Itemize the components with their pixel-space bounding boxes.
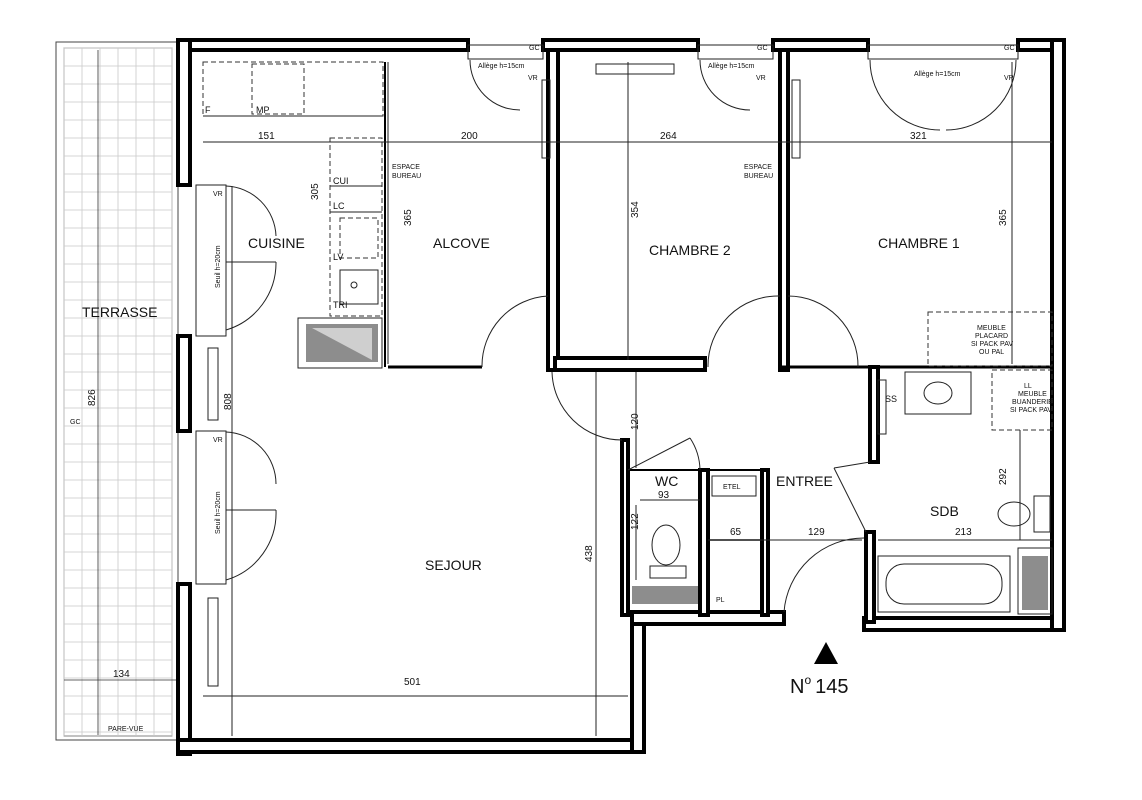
exterior-walls (176, 38, 1066, 756)
room-label-entree: ENTREE (776, 473, 833, 489)
room-label-cuisine: CUISINE (248, 235, 305, 251)
label-espace-bureau-1a: ESPACE (392, 164, 420, 171)
label-espace-bureau-2b: BUREAU (744, 173, 773, 180)
label-gc-top-2: GC (757, 45, 768, 52)
dimension-120: 120 (630, 413, 641, 430)
label-ll-4: SI PACK PAV (1010, 407, 1052, 414)
label-gc-top-3: GC (1004, 45, 1015, 52)
dimension-501: 501 (404, 677, 421, 688)
label-mp: MP (256, 105, 270, 115)
label-tri: TRI (333, 300, 348, 310)
label-ll-3: BUANDERIE (1012, 399, 1053, 406)
label-gc-top-1: GC (529, 45, 540, 52)
dimension-365-alcove: 365 (403, 209, 414, 226)
label-pare-vue: PARE-VUE (108, 726, 144, 733)
label-ll-1: LL (1024, 383, 1032, 390)
label-espace-bureau-2a: ESPACE (744, 164, 772, 171)
label-cui: CUI (333, 176, 349, 186)
room-label-terrasse: TERRASSE (82, 304, 157, 320)
dimension-122: 122 (630, 513, 641, 530)
terrace-area (55, 41, 179, 741)
dimension-264: 264 (660, 131, 677, 142)
label-espace-bureau-1b: BUREAU (392, 173, 421, 180)
lot-number-superscript: o (804, 673, 811, 687)
room-label-sejour: SEJOUR (425, 557, 482, 573)
dimension-354: 354 (630, 201, 641, 218)
label-meuble-placard-4: OU PAL (979, 349, 1004, 356)
dimension-213: 213 (955, 527, 972, 538)
lot-number-value: 145 (815, 676, 848, 698)
label-gc-left: GC (70, 419, 81, 426)
label-etel: ETEL (723, 484, 741, 491)
label-vr-4: VR (213, 191, 223, 198)
dimension-305: 305 (310, 183, 321, 200)
label-meuble-placard-3: SI PACK PAV (971, 341, 1013, 348)
fixtures (202, 61, 1053, 736)
label-meuble-placard-2: PLACARD (975, 333, 1008, 340)
dimension-826: 826 (87, 389, 98, 406)
dimension-65: 65 (730, 527, 742, 538)
dimension-438: 438 (584, 545, 595, 562)
room-label-sdb: SDB (930, 503, 959, 519)
room-label-chambre2: CHAMBRE 2 (649, 242, 731, 258)
label-allege-1: Allège h=15cm (478, 63, 525, 70)
label-pl: PL (716, 597, 725, 604)
label-vr-5: VR (213, 437, 223, 444)
label-seuil-1: Seuil h=20cm (215, 245, 222, 288)
dimension-365-chambre1: 365 (998, 209, 1009, 226)
label-f: F (205, 105, 211, 115)
lot-number: No 145 (790, 673, 849, 698)
dimension-200: 200 (461, 131, 478, 142)
dimension-134: 134 (113, 669, 130, 680)
dimension-808: 808 (223, 393, 234, 410)
label-vr-3: VR (1004, 75, 1014, 82)
interior-walls (384, 48, 1052, 624)
room-label-alcove: ALCOVE (433, 235, 490, 251)
dimension-93: 93 (658, 490, 670, 501)
dimension-321: 321 (910, 131, 927, 142)
dimension-151: 151 (258, 131, 275, 142)
label-seuil-2: Seuil h=20cm (215, 491, 222, 534)
room-label-chambre1: CHAMBRE 1 (878, 235, 960, 251)
doors (225, 59, 1017, 613)
label-vr-1: VR (528, 75, 538, 82)
label-lc: LC (333, 201, 345, 211)
label-allege-2: Allège h=15cm (708, 63, 755, 70)
dimension-292: 292 (998, 468, 1009, 485)
label-ll-2: MEUBLE (1018, 391, 1047, 398)
terrace-tiles (63, 47, 173, 736)
label-vr-2: VR (756, 75, 766, 82)
room-label-wc: WC (655, 473, 678, 489)
label-lv: LV (333, 252, 343, 262)
label-meuble-placard-1: MEUBLE (977, 325, 1006, 332)
label-allege-3: Allège h=15cm (914, 71, 961, 78)
entry-arrow-icon (814, 642, 838, 664)
label-ss: SS (885, 394, 897, 404)
dimension-129: 129 (808, 527, 825, 538)
lot-number-prefix: N (790, 676, 804, 698)
